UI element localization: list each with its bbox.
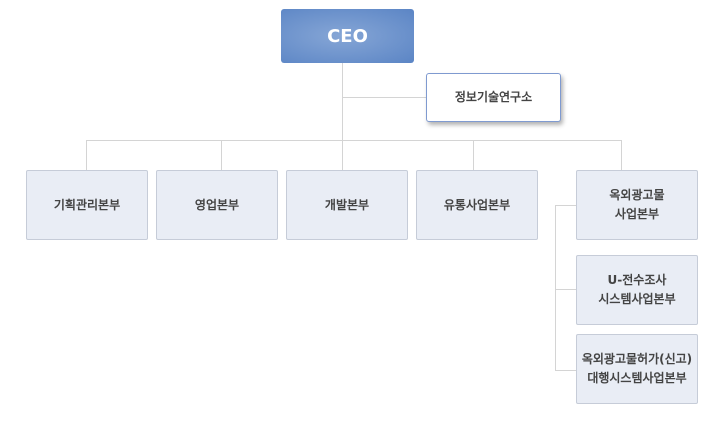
connector-line [555,205,556,370]
connector-line [555,289,576,290]
connector-line [555,205,576,206]
ceo-box: CEO [281,9,414,63]
research-lab-box: 정보기술연구소 [426,73,561,122]
subdept-u-survey: U-전수조사 시스템사업본부 [576,255,698,325]
subdept-permit-system: 옥외광고물허가(신고) 대행시스템사업본부 [576,334,698,404]
connector-line [621,140,622,170]
dept-development: 개발본부 [286,170,408,240]
connector-line [555,370,576,371]
connector-line [221,140,222,170]
connector-line [342,63,343,140]
dept-distribution: 유통사업본부 [416,170,538,240]
connector-line [342,140,343,170]
connector-line [86,140,87,170]
dept-sales: 영업본부 [156,170,278,240]
dept-outdoor-ads: 옥외광고물 사업본부 [576,170,698,240]
connector-line [342,97,426,98]
connector-line [86,140,622,141]
connector-line [473,140,474,170]
dept-planning: 기획관리본부 [26,170,148,240]
